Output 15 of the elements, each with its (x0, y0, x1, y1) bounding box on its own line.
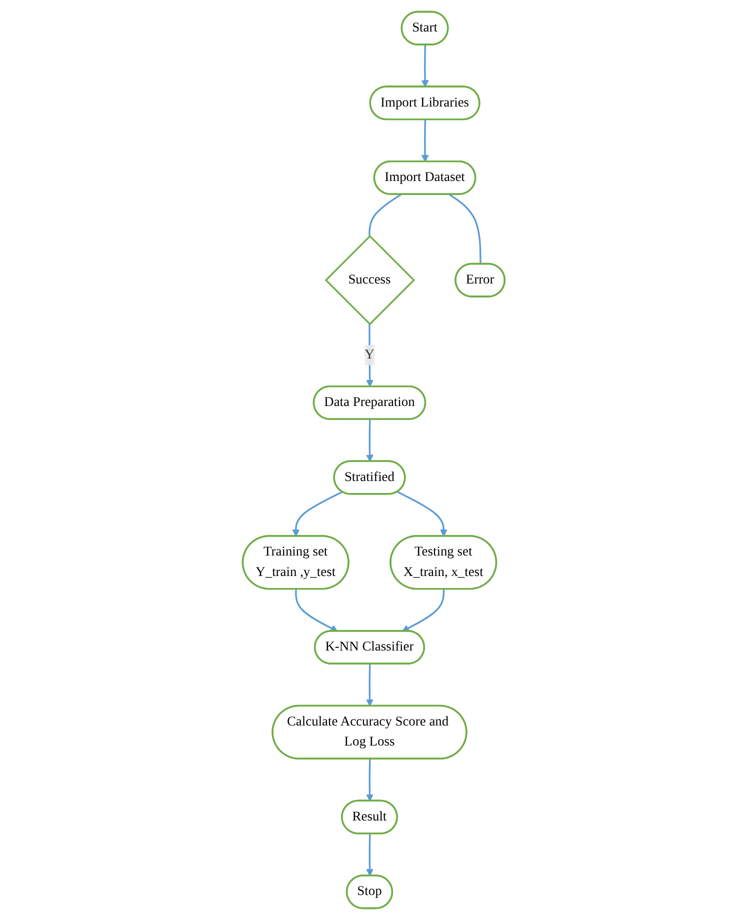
arrow (422, 44, 430, 87)
arrow (366, 833, 374, 876)
arrow (397, 490, 448, 536)
arrow (366, 418, 374, 462)
arrow (292, 490, 343, 536)
connector (449, 193, 482, 264)
arrow (366, 664, 374, 706)
connector (368, 193, 402, 236)
arrow (366, 758, 374, 801)
arrow (366, 324, 374, 387)
arrow (422, 119, 430, 162)
node-diamond: Success (325, 234, 416, 325)
arrow (295, 588, 338, 632)
arrow (402, 588, 445, 632)
edge-label: Y (364, 347, 375, 362)
